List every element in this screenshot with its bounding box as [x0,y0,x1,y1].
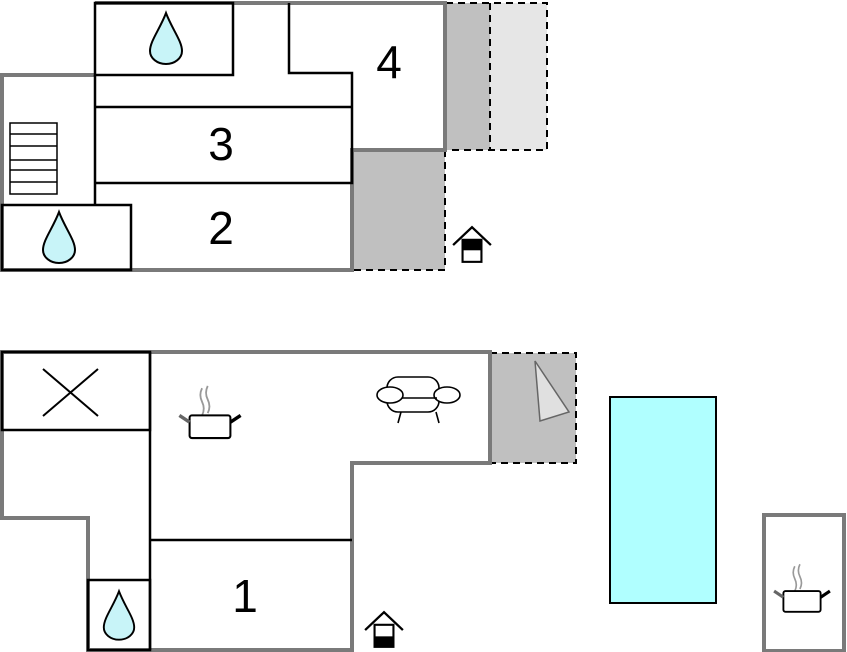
stairs-icon [9,122,58,195]
room-label-3: 3 [208,118,234,170]
sun-lounger-icon [534,360,571,422]
upper-floor: 3 2 4 [0,1,548,272]
bathroom-lower-left [0,203,133,272]
ground-floor: 1 [0,350,846,652]
terrace-upper-dark [446,3,490,150]
upper-inner-walls [93,3,354,205]
swimming-pool [609,396,717,604]
terrace-upper-outline [446,2,548,151]
open-space-box [0,350,152,432]
sofa-icon [376,376,461,424]
entrance-icon [363,611,405,649]
bathroom-upper [93,1,235,77]
water-drop-icon [102,590,136,641]
entrance-icon [451,226,493,264]
kitchen-pot-icon [774,564,830,612]
kitchen-pot-icon [179,386,240,438]
upper-outer-wall [0,1,447,272]
water-drop-icon [41,210,77,265]
ground-outer-wall [0,350,492,652]
water-drop-icon [148,11,184,66]
room-label-1: 1 [232,570,258,622]
terrace-upper-light [490,3,547,150]
room-label-2: 2 [208,202,234,254]
terrace-side [354,151,445,270]
outbuilding-kitchen [762,513,846,652]
bathroom-ground [86,578,152,652]
room-label-4: 4 [376,36,402,88]
open-space-x-icon [42,368,99,417]
